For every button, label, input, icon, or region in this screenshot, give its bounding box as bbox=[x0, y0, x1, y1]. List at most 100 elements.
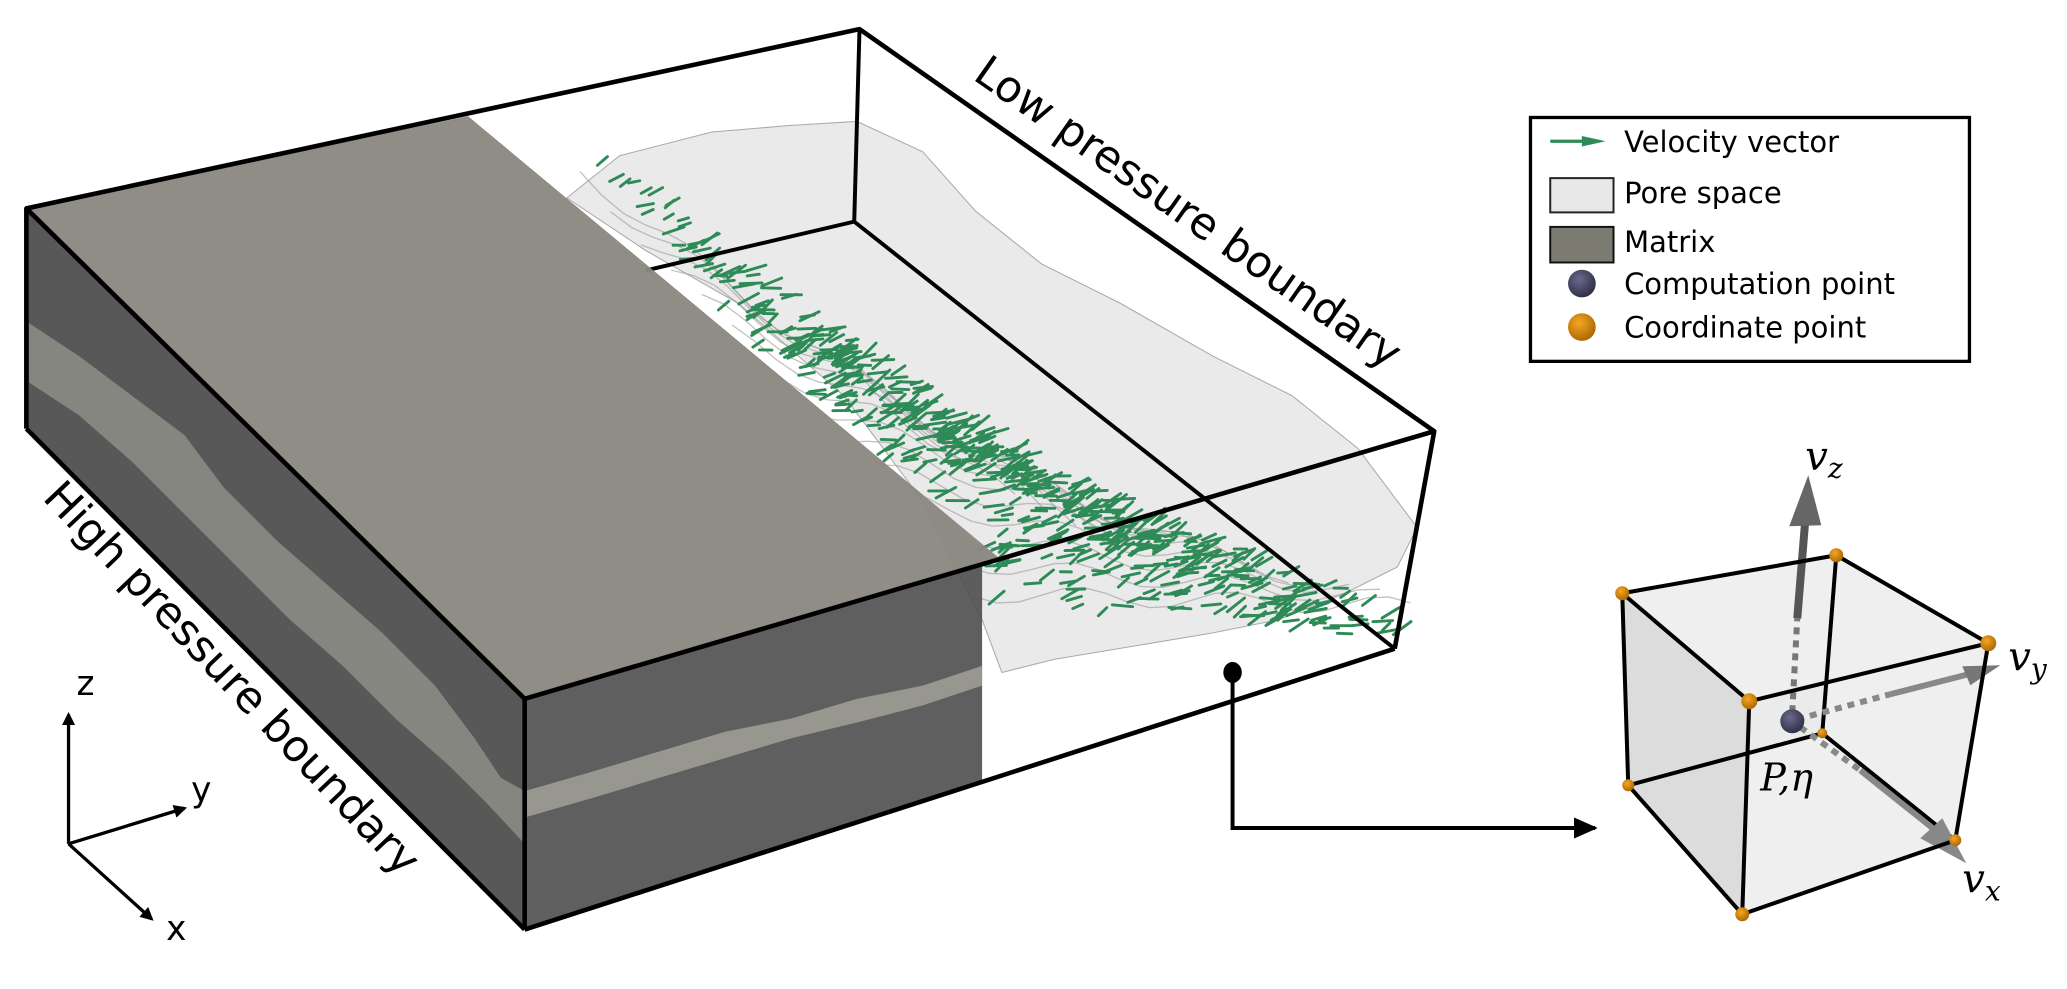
velocity-vector bbox=[947, 460, 962, 465]
velocity-vector bbox=[1170, 531, 1193, 536]
velocity-vector bbox=[884, 441, 906, 452]
velocity-vector bbox=[1203, 566, 1221, 579]
cell-left-face bbox=[1622, 593, 1750, 915]
velocity-vector bbox=[1065, 495, 1085, 513]
velocity-vector bbox=[841, 370, 862, 377]
velocity-vector bbox=[1013, 487, 1039, 492]
velocity-vector bbox=[1335, 631, 1354, 636]
velocity-vector bbox=[796, 326, 818, 331]
x-axis-arrow bbox=[67, 842, 154, 921]
velocity-vector bbox=[1072, 543, 1091, 551]
vz-label: vz bbox=[1805, 434, 1843, 485]
velocity-vector bbox=[837, 346, 859, 355]
velocity-vector bbox=[946, 418, 969, 426]
velocity-vector bbox=[939, 453, 954, 465]
velocity-vector bbox=[941, 440, 964, 445]
velocity-vector bbox=[879, 391, 891, 402]
velocity-vector bbox=[737, 291, 760, 306]
velocity-vector bbox=[923, 420, 948, 427]
velocity-vector bbox=[952, 434, 972, 443]
velocity-vector bbox=[882, 452, 895, 463]
velocity-vector bbox=[969, 432, 992, 442]
velocity-vector bbox=[639, 186, 653, 195]
velocity-vector bbox=[1211, 558, 1228, 569]
velocity-vector bbox=[1049, 530, 1068, 542]
velocity-vector bbox=[810, 333, 832, 338]
coordinate-point bbox=[1741, 693, 1758, 710]
velocity-vector bbox=[1089, 503, 1112, 510]
velocity-vector bbox=[987, 589, 1006, 606]
velocity-vector bbox=[1130, 536, 1146, 541]
velocity-vector bbox=[1103, 516, 1121, 520]
velocity-vector bbox=[1249, 556, 1265, 570]
velocity-vector bbox=[973, 449, 987, 461]
velocity-vector bbox=[822, 371, 837, 379]
velocity-vector bbox=[1294, 598, 1312, 612]
velocity-vector bbox=[989, 469, 1011, 479]
velocity-vector bbox=[918, 400, 935, 412]
velocity-vector bbox=[1225, 591, 1240, 599]
velocity-vector bbox=[982, 503, 1005, 509]
velocity-vector bbox=[898, 399, 919, 414]
velocity-vector bbox=[1225, 596, 1247, 614]
velocity-vector bbox=[1186, 534, 1203, 542]
velocity-vector bbox=[1224, 556, 1245, 569]
velocity-vector bbox=[841, 353, 857, 363]
velocity-vector bbox=[793, 339, 808, 349]
velocity-vector bbox=[1288, 617, 1310, 633]
velocity-vector bbox=[1104, 496, 1124, 512]
velocity-vector bbox=[975, 461, 997, 477]
velocity-vector bbox=[1040, 552, 1054, 560]
velocity-vector bbox=[807, 388, 827, 394]
velocity-vector bbox=[828, 326, 844, 334]
velocity-vector bbox=[1183, 565, 1208, 572]
velocity-vector bbox=[723, 270, 747, 276]
velocity-vector bbox=[1120, 571, 1142, 579]
velocity-vector bbox=[986, 470, 1003, 475]
velocity-vector bbox=[1043, 487, 1060, 497]
velocity-vector bbox=[1308, 621, 1327, 625]
velocity-vector bbox=[1197, 580, 1215, 587]
cell-edge bbox=[1953, 642, 1991, 841]
velocity-vector bbox=[1056, 491, 1072, 499]
cell-edge bbox=[1620, 593, 1631, 786]
velocity-vector bbox=[844, 393, 859, 398]
coordinate-point bbox=[1622, 779, 1635, 792]
velocity-vector bbox=[702, 262, 727, 273]
velocity-vector bbox=[1008, 496, 1022, 506]
velocity-vector bbox=[786, 348, 808, 360]
velocity-vector bbox=[1017, 515, 1031, 523]
velocity-vector bbox=[1322, 579, 1338, 588]
velocity-vector bbox=[1021, 473, 1035, 480]
velocity-vector bbox=[692, 246, 712, 254]
velocity-vector bbox=[876, 443, 893, 456]
velocity-vector bbox=[1317, 616, 1332, 622]
velocity-vector bbox=[1282, 565, 1301, 578]
velocity-vector bbox=[1371, 619, 1395, 624]
velocity-vector bbox=[1168, 521, 1182, 530]
velocity-vector bbox=[1022, 465, 1038, 470]
velocity-vector bbox=[1104, 538, 1118, 552]
velocity-vector bbox=[805, 391, 828, 396]
velocity-vector bbox=[912, 426, 928, 431]
velocity-vector bbox=[1126, 596, 1142, 604]
velocity-vector bbox=[1013, 450, 1031, 462]
velocity-vector bbox=[1303, 606, 1328, 614]
velocity-vector bbox=[1234, 574, 1249, 579]
box-edge bbox=[852, 29, 862, 222]
velocity-vector bbox=[844, 398, 858, 412]
velocity-vector bbox=[836, 344, 859, 354]
velocity-vector bbox=[892, 392, 907, 406]
velocity-vector bbox=[797, 335, 813, 352]
legend-item-pore-space: Pore space bbox=[1549, 176, 1782, 214]
velocity-vector bbox=[662, 212, 675, 221]
velocity-vector bbox=[1005, 471, 1020, 480]
velocity-vector bbox=[1302, 583, 1324, 591]
velocity-vector bbox=[1056, 553, 1076, 560]
velocity-vector bbox=[1037, 475, 1054, 483]
velocity-vector bbox=[1169, 588, 1184, 595]
y-axis-label: y bbox=[191, 771, 211, 811]
legend-label: Matrix bbox=[1624, 225, 1715, 259]
velocity-vector bbox=[1134, 577, 1149, 586]
